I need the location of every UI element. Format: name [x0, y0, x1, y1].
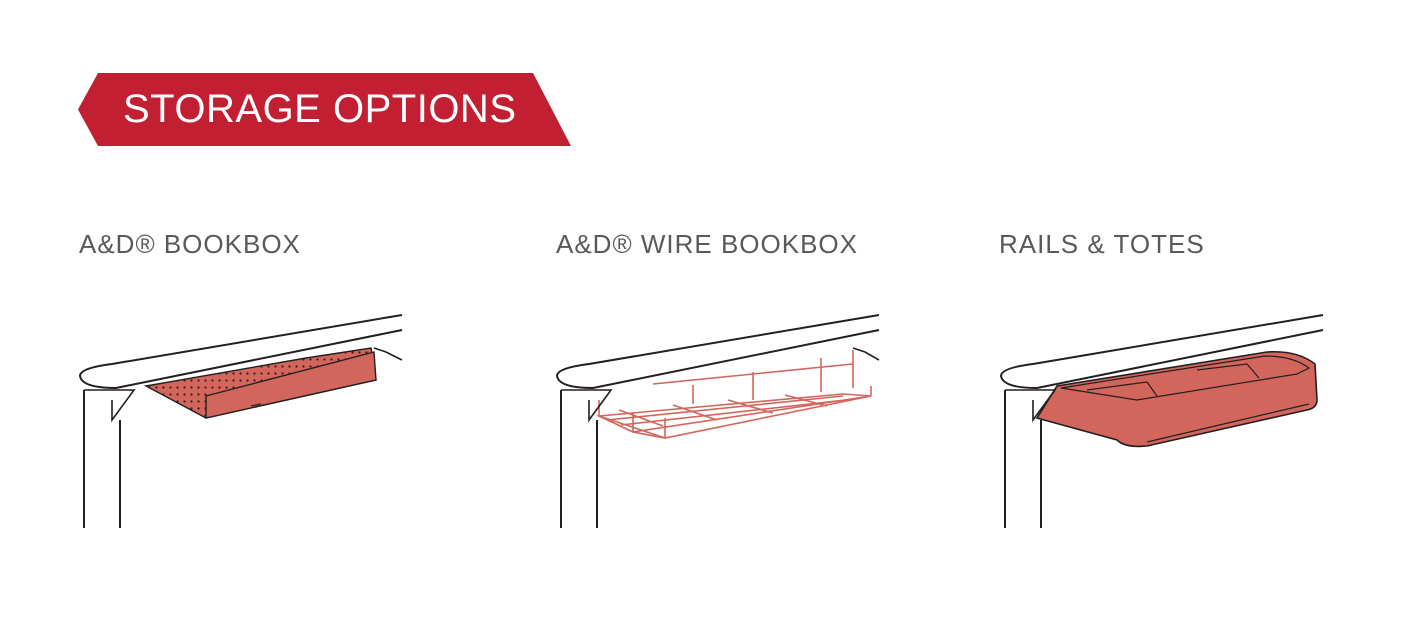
- solid-bookbox-icon: [76, 300, 416, 537]
- banner-shape: [78, 73, 571, 146]
- page-title: STORAGE OPTIONS: [123, 87, 517, 131]
- wire-bookbox-icon: [553, 300, 893, 537]
- rails-totes-icon: [997, 300, 1337, 537]
- option-label-bookbox: A&D® BOOKBOX: [79, 229, 301, 259]
- section-banner: STORAGE OPTIONS: [78, 73, 571, 146]
- option-label-rails-totes: RAILS & TOTES: [999, 229, 1205, 259]
- option-label-wire-bookbox: A&D® WIRE BOOKBOX: [556, 229, 858, 259]
